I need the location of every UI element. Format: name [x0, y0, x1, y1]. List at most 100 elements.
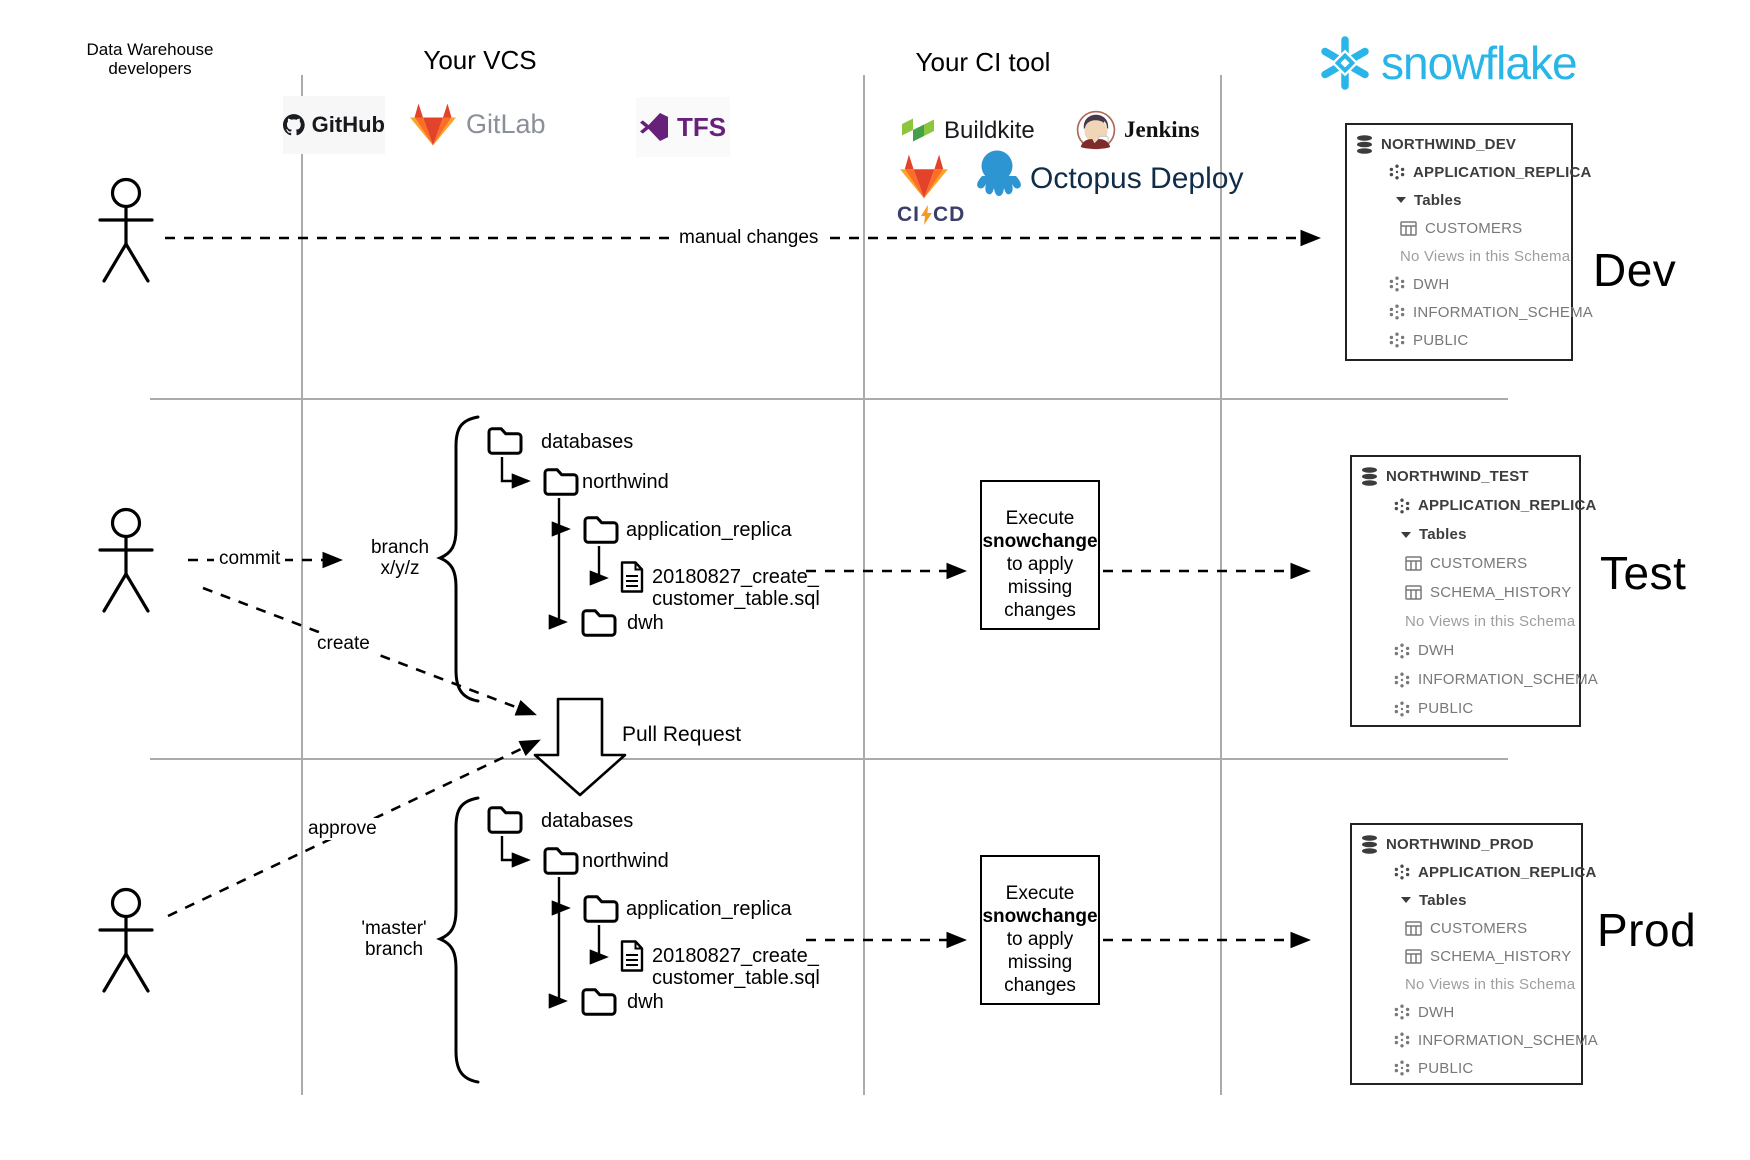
- developers-header-line2: developers: [108, 59, 192, 78]
- table-icon: [1400, 220, 1417, 236]
- sql-file-label-line2: customer_table.sql: [652, 588, 820, 610]
- branch-brace: [436, 415, 480, 703]
- developers-header-line1: Data Warehouse: [86, 40, 214, 59]
- schema-name: DWH: [1418, 642, 1455, 659]
- developer-figure-dev: [98, 177, 154, 283]
- tree-dwh-label: dwh: [627, 991, 664, 1013]
- tables-header: Tables: [1414, 191, 1462, 209]
- schema-icon: [1394, 643, 1410, 658]
- folder-icon-dwh: [581, 609, 617, 637]
- pull-request-block-arrow: [533, 697, 627, 797]
- lane-label-test: Test: [1600, 547, 1687, 599]
- cd-label: CD: [933, 203, 966, 226]
- tree-northwind-label: northwind: [582, 471, 669, 493]
- folder-icon-northwind: [543, 468, 579, 496]
- database-name: NORTHWIND_PROD: [1386, 835, 1534, 853]
- execute-snowchange-box-test: Execute snowchange to apply missing chan…: [980, 480, 1100, 630]
- database-icon: [1357, 134, 1372, 154]
- schema-name: APPLICATION_REPLICA: [1418, 863, 1597, 881]
- approve-label: approve: [303, 818, 382, 840]
- gitlab-ci-icon: [900, 154, 948, 199]
- schema-icon: [1389, 276, 1405, 292]
- schema-icon: [1389, 304, 1405, 320]
- folder-icon-northwind: [543, 847, 579, 875]
- exec-line5: changes: [1004, 600, 1076, 621]
- schema-row: DWH: [1352, 636, 1579, 665]
- table-icon: [1405, 920, 1422, 936]
- table-icon: [1405, 948, 1422, 964]
- sql-file-icon: [620, 561, 644, 593]
- schema-name: PUBLIC: [1418, 1059, 1474, 1077]
- schema-icon: [1389, 164, 1405, 180]
- column-divider-2: [863, 75, 865, 1095]
- tree-application-replica-label: application_replica: [626, 898, 792, 920]
- tree-databases-label: databases: [541, 810, 634, 832]
- ci-label: CI: [897, 203, 920, 226]
- column-divider-1: [301, 75, 303, 1095]
- tables-header-row: Tables: [1347, 186, 1571, 214]
- snowflake-icon: [1321, 36, 1369, 90]
- tables-header: Tables: [1419, 526, 1467, 543]
- table-icon: [1405, 556, 1422, 571]
- table-name: CUSTOMERS: [1425, 219, 1523, 237]
- chevron-down-icon: [1401, 531, 1411, 538]
- gitlab-label: GitLab: [466, 108, 546, 139]
- buildkite-logo: Buildkite: [901, 110, 1035, 152]
- exec-line3: to apply: [1006, 554, 1074, 575]
- schema-row: DWH: [1347, 270, 1571, 298]
- lightning-bolt-icon: [921, 205, 932, 225]
- table-name: CUSTOMERS: [1430, 919, 1528, 937]
- branch-label-line1: branch: [370, 537, 430, 558]
- db-row: NORTHWIND_DEV: [1347, 130, 1571, 158]
- table-row: CUSTOMERS: [1347, 214, 1571, 242]
- manual-changes-label: manual changes: [674, 227, 824, 249]
- octopus-deploy-logo: Octopus Deploy: [972, 148, 1243, 210]
- snowflake-logo: snowflake: [1316, 33, 1578, 93]
- schema-name: PUBLIC: [1413, 331, 1469, 349]
- github-label: GitHub: [311, 112, 385, 137]
- database-name: NORTHWIND_DEV: [1381, 135, 1517, 153]
- sql-file-label-line1: 20180827_create_: [652, 945, 819, 967]
- snowflake-panel-test: NORTHWIND_TEST APPLICATION_REPLICA Table…: [1350, 455, 1598, 727]
- folder-icon-databases: [487, 427, 523, 455]
- no-views-text: No Views in this Schema: [1405, 975, 1576, 993]
- table-row: CUSTOMERS: [1352, 549, 1579, 578]
- exec-line2: snowchange: [982, 531, 1098, 552]
- table-name: SCHEMA_HISTORY: [1430, 584, 1572, 601]
- schema-name: APPLICATION_REPLICA: [1413, 163, 1592, 181]
- table-name: CUSTOMERS: [1430, 555, 1528, 572]
- lane-divider-test-prod: [150, 758, 1508, 760]
- folder-icon-dwh: [581, 988, 617, 1016]
- snowflake-panel-prod: NORTHWIND_PROD APPLICATION_REPLICA Table…: [1350, 823, 1598, 1085]
- jenkins-logo: Jenkins: [1076, 108, 1199, 152]
- buildkite-icon: [902, 118, 934, 141]
- exec-line5: changes: [1004, 975, 1076, 996]
- database-icon: [1362, 834, 1377, 854]
- sql-file-label-line2: customer_table.sql: [652, 967, 820, 989]
- no-views-row: No Views in this Schema: [1347, 242, 1571, 270]
- schema-row: INFORMATION_SCHEMA: [1352, 665, 1598, 694]
- exec-line1: Execute: [1005, 508, 1075, 529]
- schema-icon: [1394, 672, 1410, 687]
- folder-icon-application-replica: [583, 895, 619, 923]
- table-row: CUSTOMERS: [1352, 914, 1581, 942]
- no-views-row: No Views in this Schema: [1352, 970, 1581, 998]
- octopus-icon: [977, 150, 1021, 196]
- schema-row: PUBLIC: [1352, 1054, 1581, 1082]
- schema-name: INFORMATION_SCHEMA: [1413, 303, 1593, 321]
- tfs-logo: TFS: [636, 97, 730, 157]
- schema-row: PUBLIC: [1347, 326, 1571, 354]
- table-row: SCHEMA_HISTORY: [1352, 578, 1579, 607]
- schema-row: DWH: [1352, 998, 1581, 1026]
- schema-name: DWH: [1418, 1003, 1455, 1021]
- schema-row: PUBLIC: [1352, 694, 1579, 723]
- chevron-down-icon: [1401, 897, 1411, 903]
- table-icon: [1405, 585, 1422, 600]
- tree-connector: [500, 457, 531, 489]
- ci-column-title: Your CI tool: [915, 47, 1051, 77]
- gitlab-icon: [410, 103, 456, 145]
- tables-header-row: Tables: [1352, 520, 1579, 549]
- database-icon: [1362, 467, 1377, 486]
- tables-header: Tables: [1419, 891, 1467, 909]
